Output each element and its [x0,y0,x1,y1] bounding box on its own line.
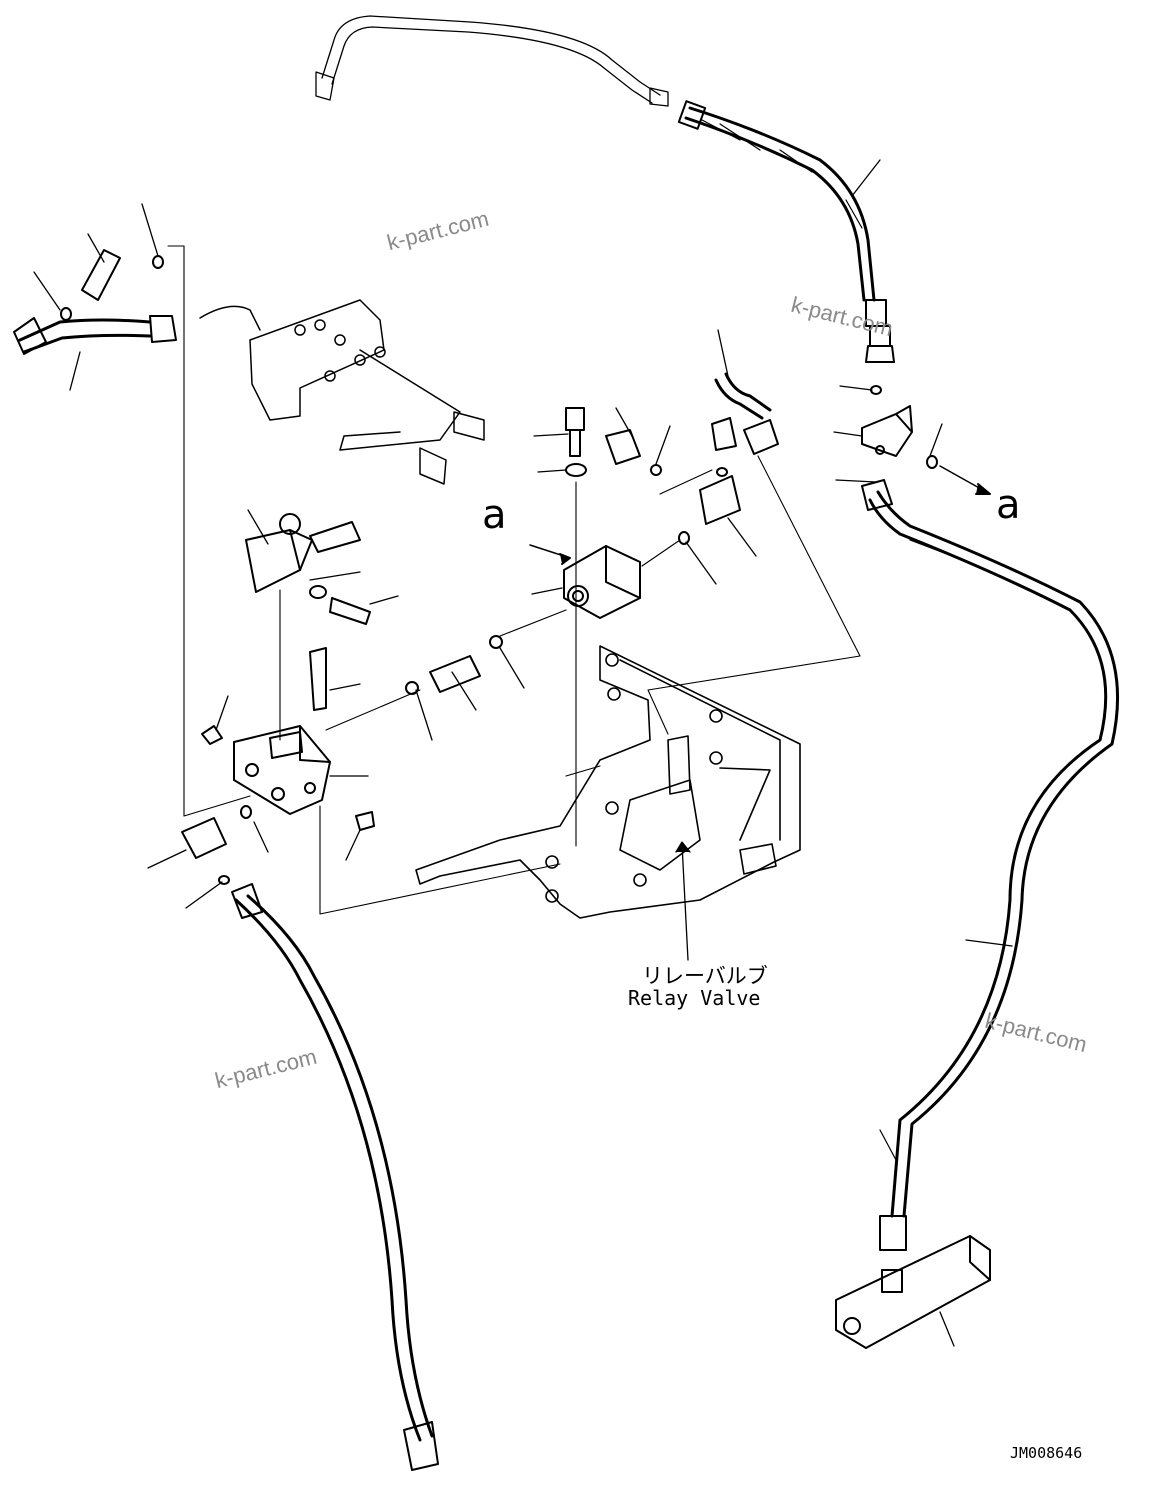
callout-a-right: a [996,482,1021,528]
lower-manifold-block [201,725,375,831]
phantom-pipe-top [315,15,669,107]
solenoid-valve [245,513,371,625]
hose-bottom-left [181,805,439,1471]
tee-fitting [861,385,991,495]
relay-valve-frame [415,645,801,919]
drawing-code: JM008646 [1010,1444,1083,1462]
distribution-block [835,1235,991,1349]
relay-valve-label-jp: リレーバルブ [642,964,768,988]
center-fittings [309,407,641,711]
upper-manifold-bracket [199,299,485,485]
callout-a-left: a [482,492,507,538]
hose-top-right [677,100,895,363]
relay-valve-label-en: Relay Valve [628,986,761,1010]
left-hose-assembly [13,249,177,355]
hose-center-elbow [650,372,779,545]
hose-right-long [861,479,1119,1251]
leader-lines [33,159,1013,1347]
assembly-lines [167,245,861,915]
block-a [529,544,641,619]
